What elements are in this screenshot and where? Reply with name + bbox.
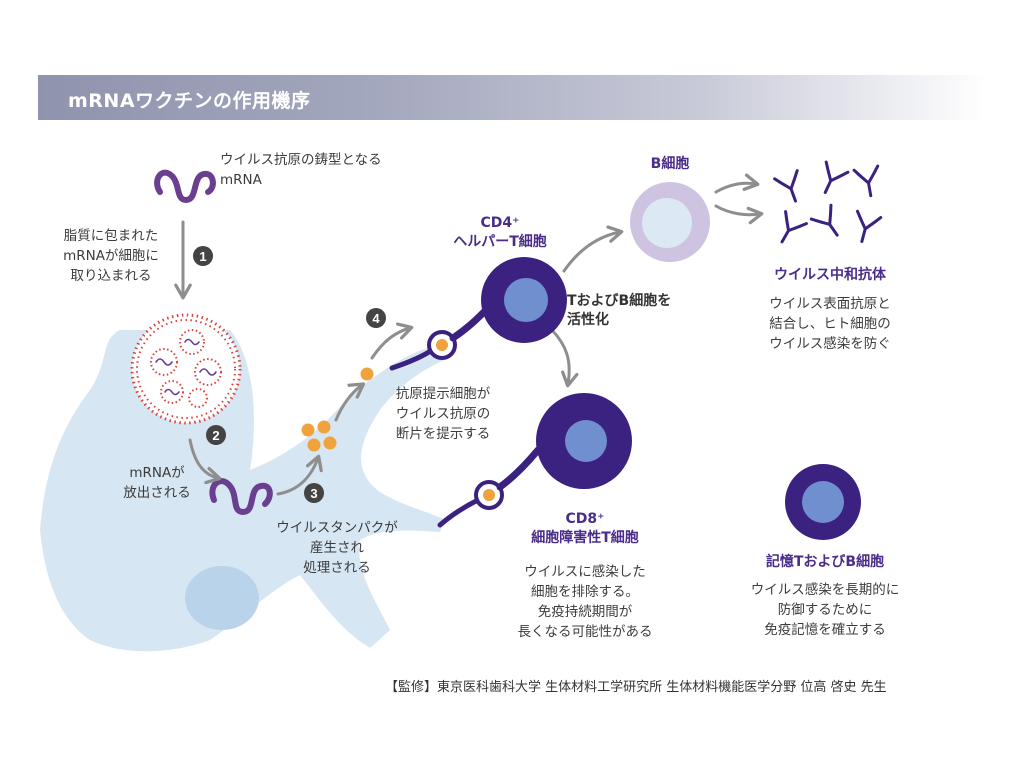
svg-text:1: 1 (199, 249, 206, 264)
mrna-release-label: mRNAが 放出される (112, 463, 202, 503)
lipid-nanoparticle (130, 313, 242, 425)
memory-description-line-3: 免疫記憶を確立する (764, 622, 886, 638)
cd8-cytotoxic-t-cell (536, 393, 632, 489)
apc-nucleus (185, 566, 259, 630)
cd8-description-line-1: ウイルスに感染した (524, 564, 646, 580)
antigen-fragments (301, 367, 374, 452)
memory-description-line-2: 防御するために (777, 602, 873, 618)
cd8-description-line-2: 細胞を排除する。 (531, 584, 639, 600)
antibody-description-line-2: 結合し、ヒト細胞の (769, 316, 891, 332)
cd8-title-line-2: 細胞障害性T細胞 (531, 530, 639, 546)
arrow-step-2 (188, 438, 222, 485)
antibody-title: ウイルス中和抗体 (774, 267, 886, 283)
b-cell-title: B細胞 (650, 156, 690, 172)
cd8-presentation-synapse (437, 446, 542, 528)
arrow-step-3 (276, 454, 323, 496)
memory-t-b-cell (785, 464, 861, 540)
memory-description-line-1: ウイルス感染を長期的に (750, 582, 900, 598)
antigen-presentation-line-3: 断片を提示する (395, 426, 491, 442)
header-bar: mRNAワクチンの作用機序 (38, 75, 988, 120)
protein-production-line-3: 処理される (303, 560, 371, 576)
antigen-presentation-line-2: ウイルス抗原の (395, 406, 491, 422)
b-cell (630, 182, 710, 262)
arrow-to-antibody-1 (714, 173, 760, 194)
antibodies (770, 160, 885, 250)
arrow-step-4 (370, 322, 414, 360)
supervision-credit: 【監修】東京医科歯科大学 生体材料工学研究所 生体材料機能医学分野 位高 啓史 … (385, 680, 887, 695)
step-badge-2: 2 (206, 425, 226, 445)
page-title: mRNAワクチンの作用機序 (68, 90, 311, 112)
step-badge-1: 1 (193, 246, 213, 266)
mrna-template-label: ウイルス抗原の鋳型となる mRNA (220, 150, 382, 190)
cd8-description-line-4: 長くなる可能性がある (517, 624, 653, 640)
cd4-title-line-1: CD4⁺ (480, 215, 520, 231)
antibody-description: ウイルス表面抗原と 結合し、ヒト細胞の ウイルス感染を防ぐ (750, 294, 910, 354)
cd8-title: CD8⁺ 細胞障害性T細胞 (510, 510, 660, 548)
cd4-title-line-2: ヘルパーT細胞 (453, 234, 547, 250)
activation-line-2: 活性化 (567, 312, 609, 328)
step-badge-3: 3 (304, 483, 324, 503)
mrna-release-line-1: mRNAが (129, 465, 185, 481)
memory-cell-description: ウイルス感染を長期的に 防御するために 免疫記憶を確立する (730, 580, 920, 640)
memory-cell-title: 記憶TおよびB細胞 (765, 554, 885, 570)
lipid-uptake-line-1: 脂質に包まれた (63, 228, 159, 244)
svg-text:3: 3 (310, 486, 317, 501)
mrna-strand-top (154, 169, 216, 204)
cd4-helper-t-cell (481, 257, 567, 343)
activation-label: TおよびB細胞を 活性化 (567, 292, 671, 330)
cd8-title-line-1: CD8⁺ (565, 511, 605, 527)
cd8-description: ウイルスに感染した 細胞を排除する。 免疫持続期間が 長くなる可能性がある (500, 562, 670, 642)
protein-production-line-1: ウイルスタンパクが (276, 520, 398, 536)
antigen-presentation-line-1: 抗原提示細胞が (395, 386, 491, 402)
arrow-fragments-up (334, 382, 366, 422)
arrow-to-bcell (562, 225, 624, 273)
svg-text:4: 4 (372, 311, 380, 326)
lipid-uptake-label: 脂質に包まれた mRNAが細胞に 取り込まれる (55, 226, 167, 286)
lipid-uptake-line-2: mRNAが細胞に (63, 248, 159, 264)
protein-production-label: ウイルスタンパクが 産生され 処理される (262, 518, 412, 578)
svg-text:2: 2 (212, 428, 219, 443)
mrna-release-line-2: 放出される (123, 485, 191, 501)
antigen-presentation-label: 抗原提示細胞が ウイルス抗原の 断片を提示する (378, 384, 508, 444)
antibody-description-line-1: ウイルス表面抗原と (769, 296, 891, 312)
cd8-description-line-3: 免疫持続期間が (537, 604, 633, 620)
protein-production-line-2: 産生され (310, 540, 364, 556)
cd4-title: CD4⁺ ヘルパーT細胞 (432, 214, 568, 252)
activation-line-1: TおよびB細胞を (567, 293, 672, 309)
antigen-presenting-cell (40, 330, 445, 652)
step-badge-4: 4 (366, 308, 386, 328)
mrna-template-line-2: mRNA (220, 172, 262, 188)
arrow-to-cd8 (550, 328, 579, 388)
mrna-template-line-1: ウイルス抗原の鋳型となる (220, 152, 382, 168)
antibody-description-line-3: ウイルス感染を防ぐ (769, 336, 891, 352)
lipid-uptake-line-3: 取り込まれる (70, 268, 152, 284)
arrow-to-antibody-2 (714, 204, 764, 225)
